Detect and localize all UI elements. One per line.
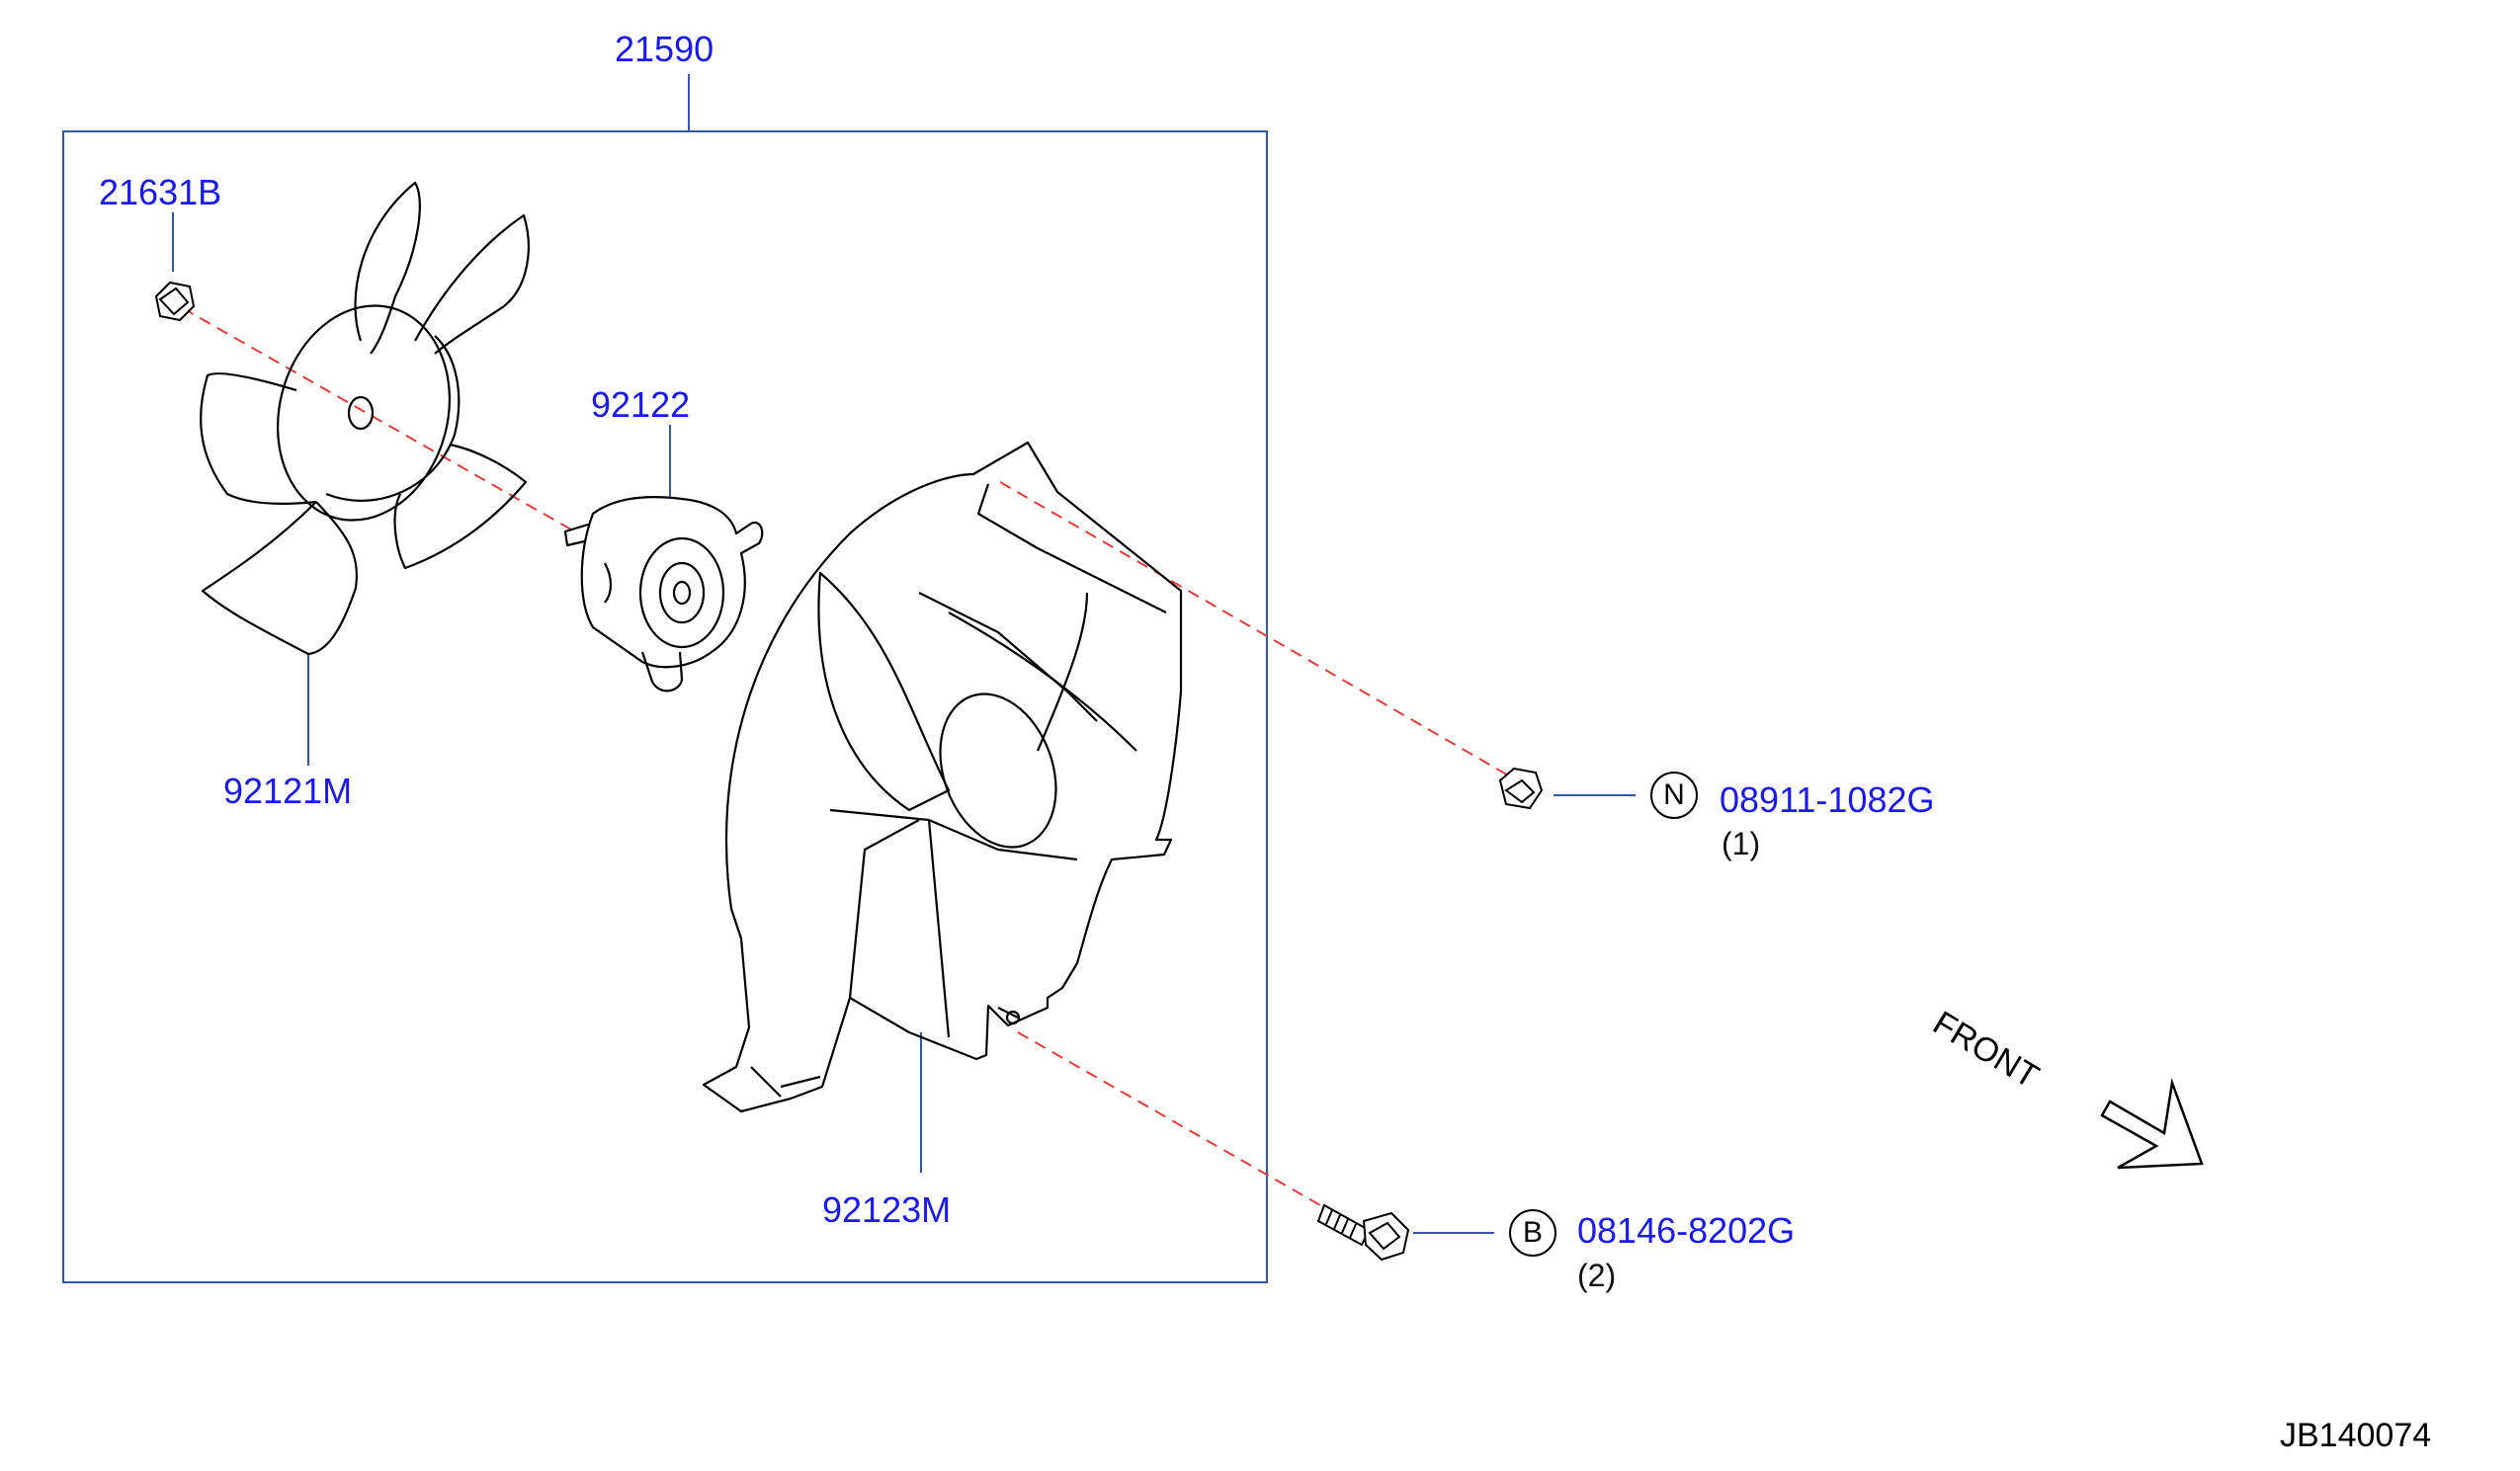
bolt-part-number: 08146-8202G <box>1577 1210 1796 1251</box>
nut-symbol-badge: N <box>1650 772 1698 819</box>
motor-drawing <box>563 496 764 693</box>
bolt-symbol-badge: B <box>1509 1209 1556 1257</box>
nut-fastener-drawing <box>1498 767 1544 810</box>
part-label-21631b: 21631B <box>99 172 222 212</box>
nut-part-number: 08911-1082G <box>1720 779 1935 820</box>
bolt-fastener-drawing <box>1316 1203 1410 1262</box>
front-arrow-icon <box>2100 1078 2204 1170</box>
assembly-label: 21590 <box>615 29 714 69</box>
part-label-92123m: 92123M <box>822 1189 952 1230</box>
axis-shroud-nut <box>999 481 1518 781</box>
fan-blade-drawing <box>200 181 530 656</box>
shroud-drawing <box>702 441 1183 1113</box>
drawing-code: JB140074 <box>2280 1417 2432 1454</box>
part-label-92122: 92122 <box>591 384 691 425</box>
part-label-92121m: 92121M <box>223 771 353 811</box>
assembly-frame <box>62 130 1268 1283</box>
axis-shroud-bolt <box>1017 1031 1335 1214</box>
nut-21631b-drawing <box>154 281 196 322</box>
nut-quantity: (1) <box>1722 826 1761 861</box>
bolt-quantity: (2) <box>1577 1258 1617 1293</box>
